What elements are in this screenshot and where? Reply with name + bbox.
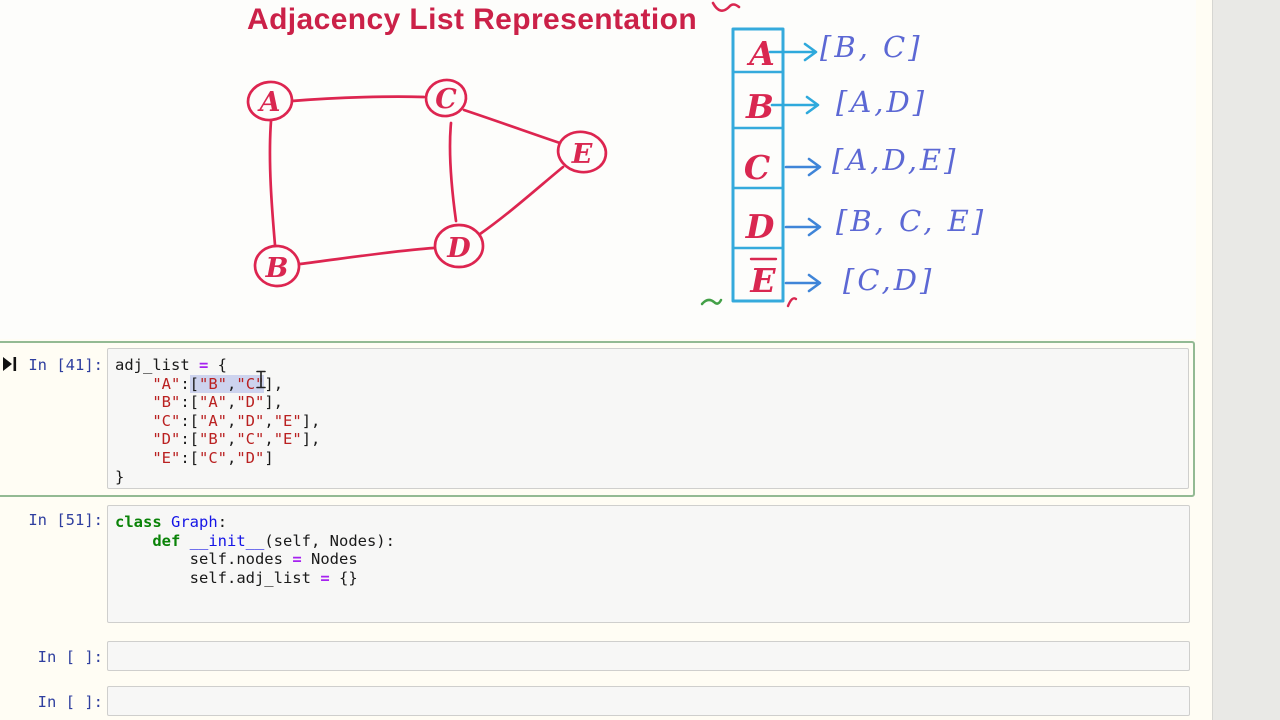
graph-node-labels: A B C D E <box>257 84 593 284</box>
whiteboard-svg: A B C D E A B C D E <box>246 1 986 308</box>
arrow-row-c <box>784 157 822 177</box>
list-row-e: [C,D] <box>843 263 934 297</box>
node-circle-b <box>253 244 301 288</box>
node-circle-a <box>246 80 294 122</box>
cell-prompt-2: In [51]: <box>28 511 103 529</box>
arrow-row-e <box>784 273 822 293</box>
list-row-a: [B, C] <box>820 30 923 64</box>
whiteboard-title: Adjacency List Representation <box>247 3 698 36</box>
code-editor-3-empty[interactable] <box>107 641 1190 671</box>
graph-node-label-a: A <box>257 87 281 118</box>
table-key-c: C <box>744 148 770 187</box>
code-editor-4-empty[interactable] <box>107 686 1190 716</box>
table-key-d: D <box>745 207 775 246</box>
edge-c-d <box>448 121 458 223</box>
red-tick-mark <box>786 297 798 308</box>
table-key-a: A <box>746 34 775 73</box>
table-outline <box>731 27 785 303</box>
node-circle-e <box>556 130 608 174</box>
selected-cell-outline <box>0 341 1195 497</box>
edge-a-b <box>268 119 277 247</box>
list-row-d: [B, C, E] <box>836 204 986 238</box>
arrow-row-b <box>770 95 820 115</box>
cell-prompt-3: In [ ]: <box>37 648 103 666</box>
graph-node-label-d: D <box>446 233 471 264</box>
edge-b-d <box>298 246 436 266</box>
scrollbar-track[interactable] <box>1212 0 1280 720</box>
red-squiggle-mark <box>711 1 741 12</box>
adjacency-table <box>731 27 785 303</box>
run-cell-icon[interactable] <box>2 356 18 372</box>
edge-c-e <box>462 108 562 145</box>
cell-prompt-1: In [41]: <box>28 356 103 374</box>
green-squiggle-mark <box>700 298 723 306</box>
node-circle-c <box>424 78 468 118</box>
mouse-cursor-ibeam <box>255 370 267 389</box>
code-editor-1[interactable]: adj_list = { "A":["B","C"], "B":["A","D"… <box>107 348 1189 489</box>
table-arrows <box>768 42 822 293</box>
table-key-e: E <box>749 261 776 300</box>
cell-prompt-4: In [ ]: <box>37 693 103 711</box>
adjacency-lists: [B, C] [A,D] [A,D,E] [B, C, E] [C,D] <box>820 30 986 297</box>
graph-drawing <box>246 78 608 288</box>
code-editor-2[interactable]: class Graph: def __init__(self, Nodes): … <box>107 505 1190 623</box>
edge-d-e <box>478 165 565 236</box>
table-key-labels: A B C D E <box>744 34 778 300</box>
list-row-b: [A,D] <box>836 85 927 119</box>
arrow-row-a <box>768 42 818 62</box>
node-circle-d <box>433 223 485 269</box>
table-key-b: B <box>745 87 774 126</box>
list-row-c: [A,D,E] <box>832 143 958 177</box>
graph-node-label-b: B <box>265 253 289 284</box>
graph-node-label-c: C <box>435 84 457 115</box>
edge-a-c <box>290 95 426 103</box>
graph-node-label-e: E <box>571 139 593 170</box>
arrow-row-d <box>784 217 822 237</box>
whiteboard-image: Adjacency List Representation A B C D E <box>0 0 1196 339</box>
